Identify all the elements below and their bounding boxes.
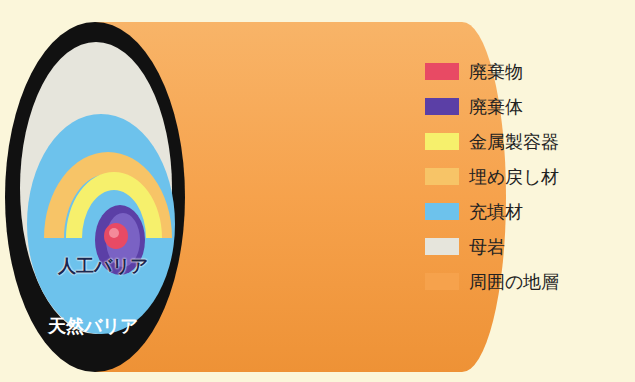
natural-barrier-ring (5, 22, 185, 372)
barrier-label: 天然バリア (48, 316, 138, 336)
waste-highlight (109, 228, 119, 238)
legend-row: 廃棄物 (425, 62, 523, 82)
legend-swatch (425, 168, 459, 185)
legend-swatch (425, 238, 459, 255)
legend-label: 周囲の地層 (469, 272, 559, 292)
legend-row: 充填材 (425, 202, 523, 222)
legend-label: 埋め戻し材 (469, 167, 559, 187)
legend-swatch (425, 203, 459, 220)
legend-row: 埋め戻し材 (425, 167, 559, 187)
legend-row: 金属製容器 (425, 132, 559, 152)
barrier-label: 人工バリア (58, 256, 148, 276)
legend-swatch (425, 273, 459, 290)
waste (104, 223, 128, 249)
legend-row: 廃棄体 (425, 97, 523, 117)
legend-swatch (425, 98, 459, 115)
filling-material (27, 114, 175, 334)
legend-label: 廃棄物 (469, 62, 523, 82)
legend-row: 周囲の地層 (425, 272, 559, 292)
legend-label: 充填材 (469, 202, 523, 222)
legend-swatch (425, 133, 459, 150)
legend-label: 廃棄体 (469, 97, 523, 117)
metal-container-arc (66, 172, 162, 238)
legend-label: 母岩 (469, 237, 505, 257)
legend-row: 母岩 (425, 237, 505, 257)
legend-label: 金属製容器 (469, 132, 559, 152)
legend-swatch (425, 63, 459, 80)
